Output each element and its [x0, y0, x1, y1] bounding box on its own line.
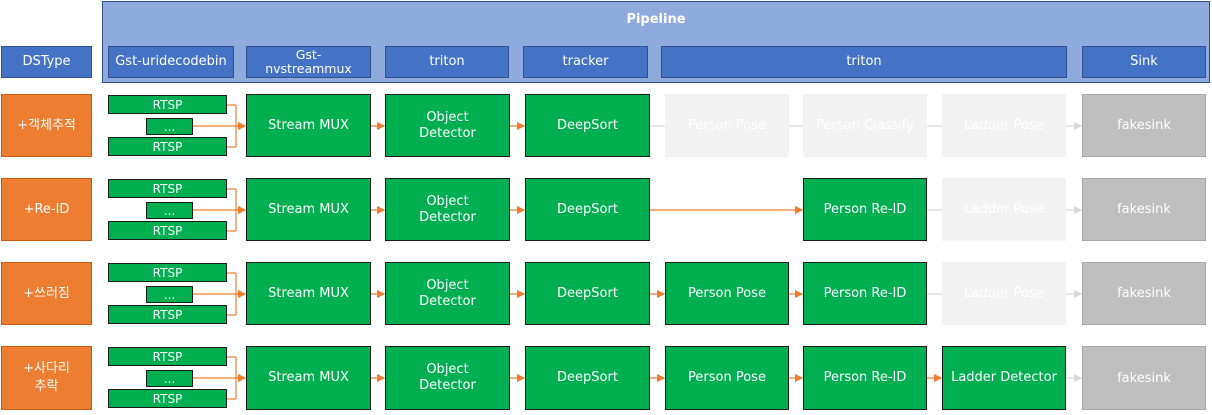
person-reid: Person Re-ID	[803, 346, 927, 410]
fakesink: fakesink	[1082, 94, 1206, 157]
dstype-tracking: +객체추적	[1, 94, 92, 157]
object-detector: Object Detector	[385, 346, 510, 410]
deepsort-tracker: DeepSort	[525, 94, 650, 157]
deepsort-tracker: DeepSort	[525, 346, 650, 410]
rtsp-source: RTSP	[108, 137, 227, 156]
deepsort-tracker: DeepSort	[525, 262, 650, 325]
ellipsis-source: ...	[146, 286, 193, 303]
ellipsis-source: ...	[146, 370, 193, 387]
header-sink: Sink	[1082, 46, 1206, 78]
fakesink: fakesink	[1082, 262, 1206, 325]
deepsort-tracker: DeepSort	[525, 178, 650, 241]
stream-mux: Stream MUX	[246, 94, 371, 157]
stream-mux: Stream MUX	[246, 178, 371, 241]
rtsp-source: RTSP	[108, 263, 227, 282]
rtsp-source: RTSP	[108, 221, 227, 240]
ladder-pose-inactive: Ladder Pose	[942, 178, 1066, 241]
header-tracker: tracker	[523, 46, 648, 78]
fakesink: fakesink	[1082, 178, 1206, 241]
ellipsis-source: ...	[146, 118, 193, 135]
person-pose: Person Pose	[665, 346, 789, 410]
dstype-ladder-fall: +사다리 추락	[1, 346, 92, 410]
rtsp-source: RTSP	[108, 389, 227, 408]
person-pose-inactive: Person Pose	[665, 94, 789, 157]
ellipsis-source: ...	[146, 202, 193, 219]
ladder-pose-inactive: Ladder Pose	[942, 94, 1066, 157]
fakesink: fakesink	[1082, 346, 1206, 410]
header-triton-secondary: triton	[661, 46, 1067, 78]
object-detector: Object Detector	[385, 94, 510, 157]
person-classify-inactive: Person Classify	[803, 94, 927, 157]
person-reid: Person Re-ID	[803, 178, 927, 241]
rtsp-source: RTSP	[108, 95, 227, 114]
header-dstype: DSType	[1, 46, 92, 78]
person-pose: Person Pose	[665, 262, 789, 325]
ladder-detector: Ladder Detector	[942, 346, 1066, 410]
person-reid: Person Re-ID	[803, 262, 927, 325]
ladder-pose-inactive: Ladder Pose	[942, 262, 1066, 325]
stream-mux: Stream MUX	[246, 346, 371, 410]
header-triton-detector: triton	[385, 46, 509, 78]
rtsp-source: RTSP	[108, 347, 227, 366]
object-detector: Object Detector	[385, 262, 510, 325]
rtsp-source: RTSP	[108, 305, 227, 324]
rtsp-source: RTSP	[108, 179, 227, 198]
header-nvstreammux: Gst- nvstreammux	[246, 46, 371, 78]
header-uridecodebin: Gst-uridecodebin	[108, 46, 234, 78]
stream-mux: Stream MUX	[246, 262, 371, 325]
pipeline-title: Pipeline	[626, 12, 686, 27]
dstype-reid: +Re-ID	[1, 178, 92, 241]
object-detector: Object Detector	[385, 178, 510, 241]
dstype-fall: +쓰러짐	[1, 262, 92, 325]
